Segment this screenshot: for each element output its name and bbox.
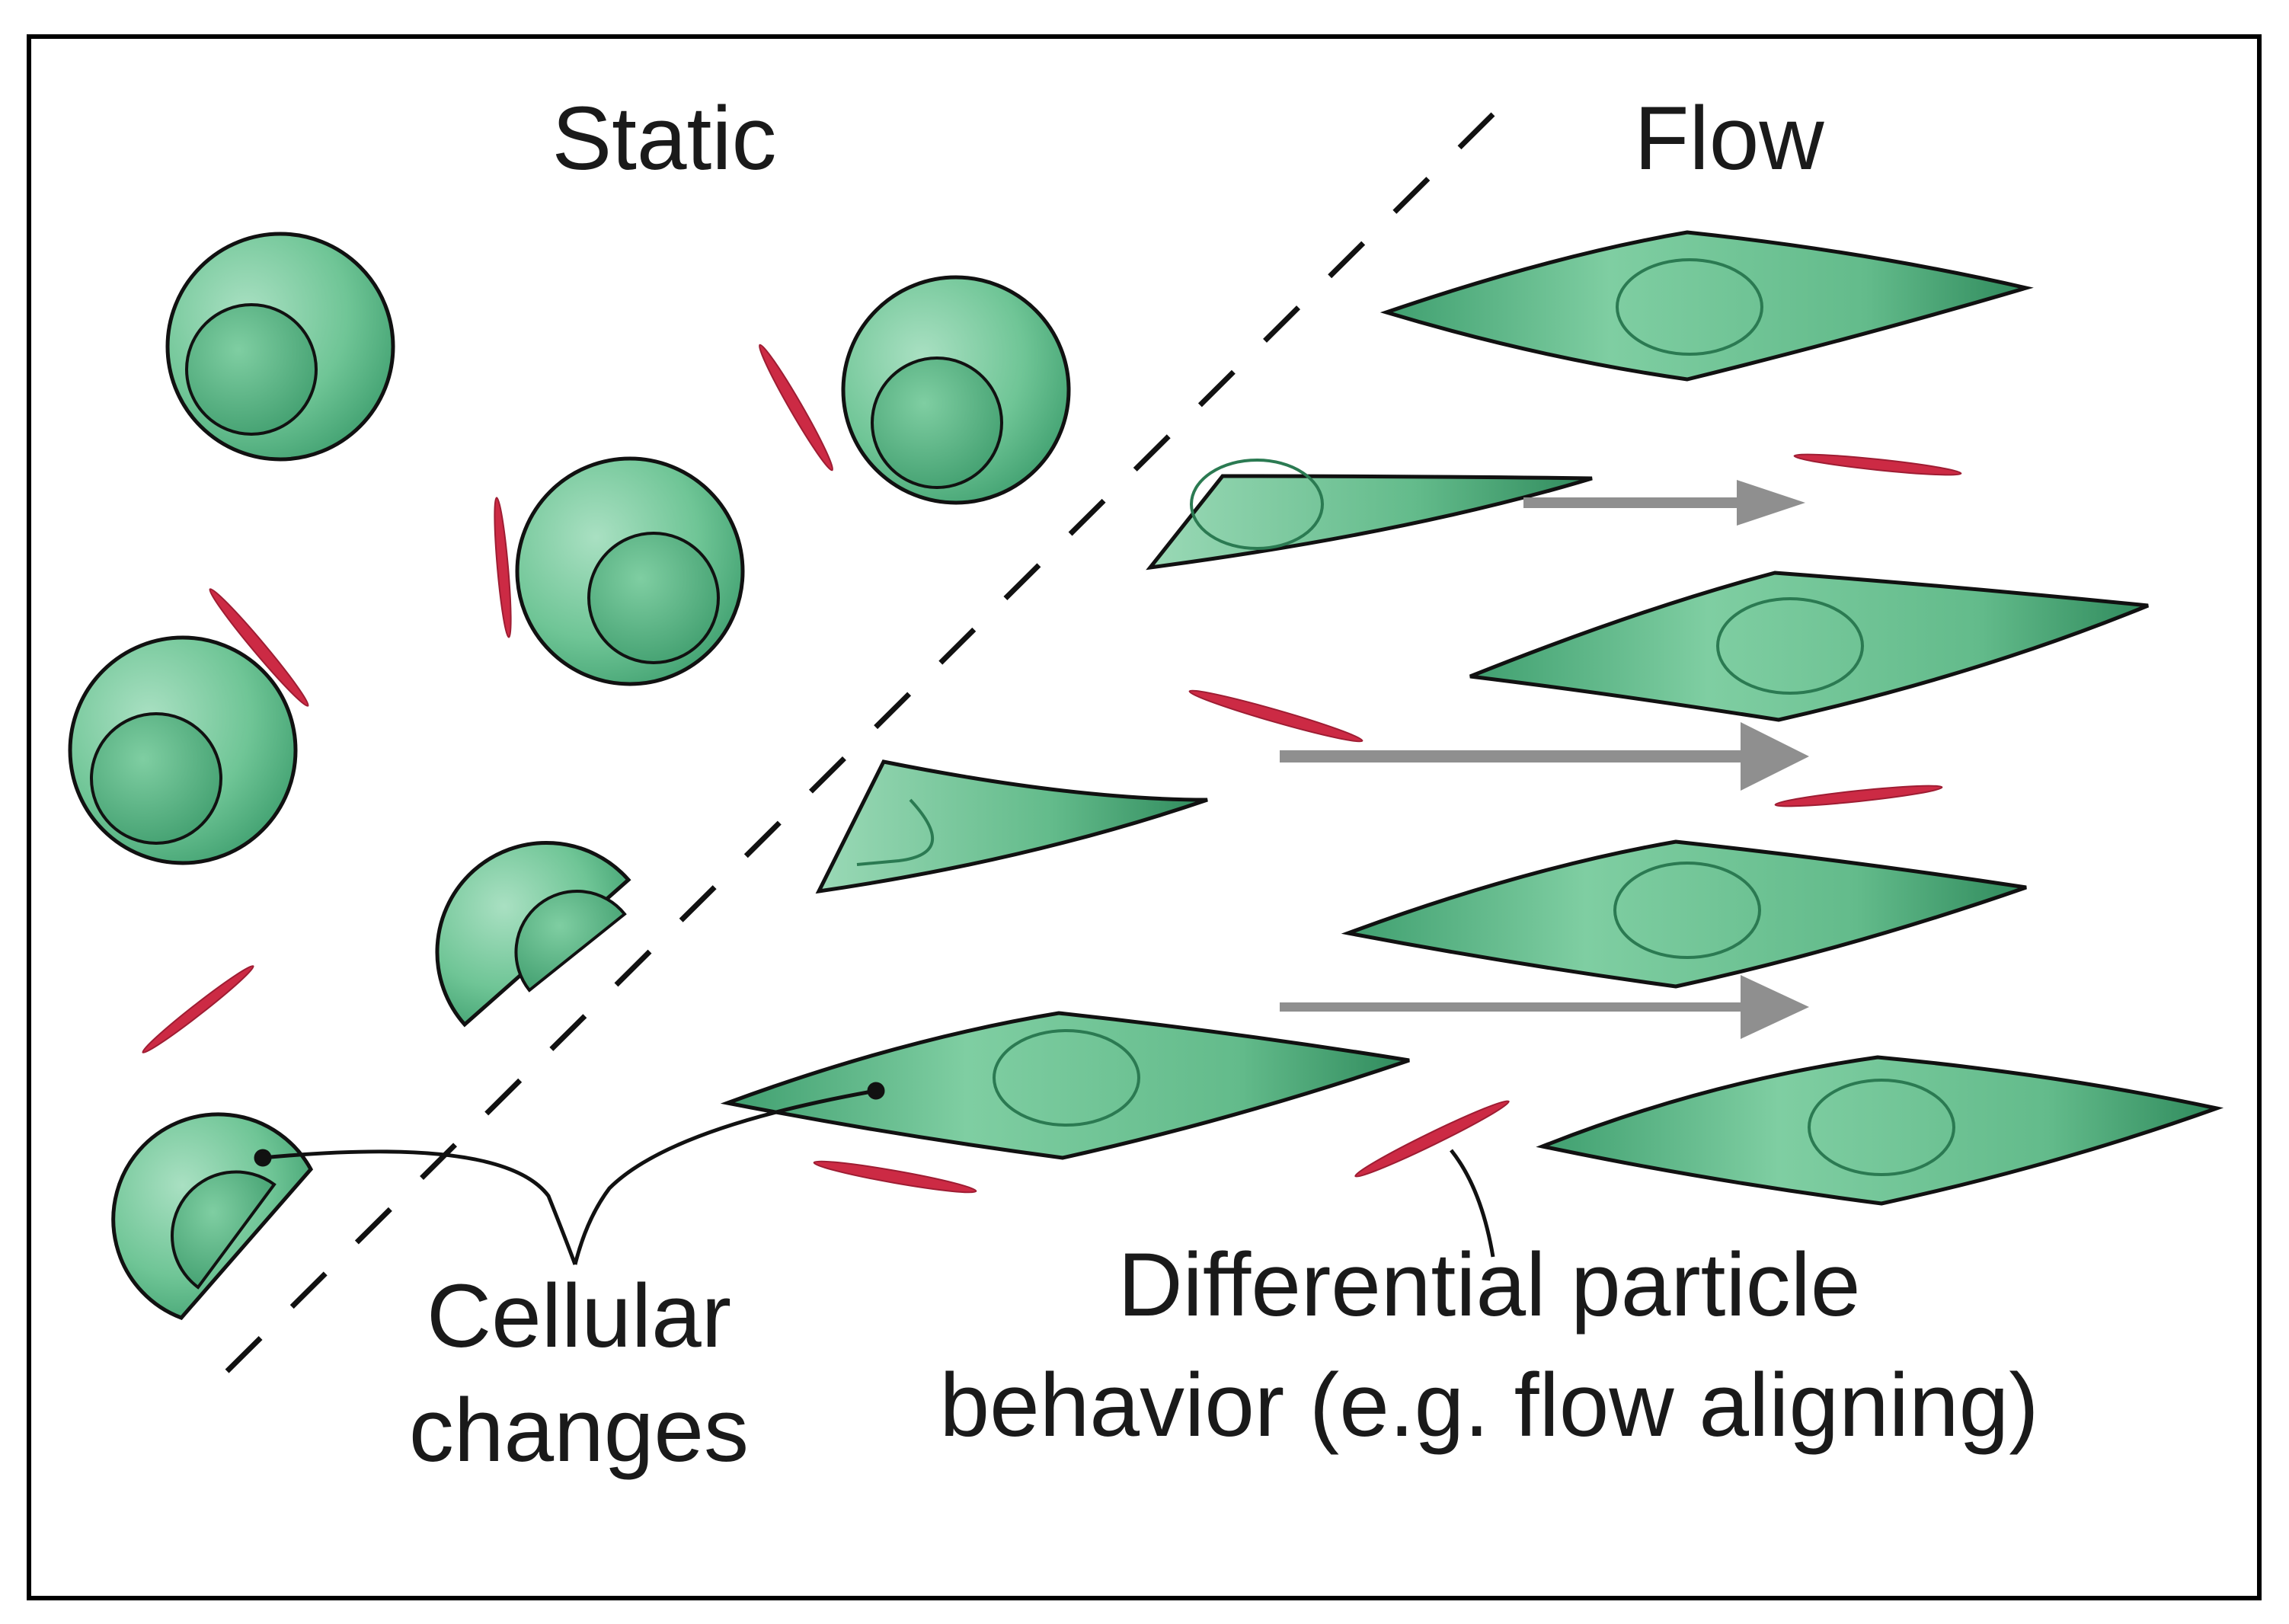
spreading-cell: [815, 759, 1208, 894]
cellular-changes-label-line1: Cellular: [427, 1266, 731, 1367]
spindle-cell: [1379, 230, 2034, 382]
static-flow-divider: [202, 112, 1495, 1396]
spreading-cell: [1146, 459, 1593, 571]
round-cell: [515, 456, 745, 686]
cellular-changes-callout: [254, 1082, 885, 1265]
particle: [1188, 689, 1363, 743]
flow-label: Flow: [1634, 88, 1824, 189]
round-cell: [68, 635, 298, 865]
particle: [1354, 1100, 1510, 1178]
static-label: Static: [551, 88, 776, 189]
cellular-changes-label-line2: changes: [409, 1380, 749, 1481]
particle: [1774, 785, 1943, 807]
flow-arrow: [1280, 975, 1809, 1039]
cut-round-cell: [435, 841, 631, 1028]
spindle-cell: [1341, 839, 2027, 989]
particle: [209, 588, 309, 707]
flow-arrow: [1280, 722, 1809, 791]
particle: [142, 965, 254, 1053]
particle: [494, 497, 512, 638]
particle: [813, 1160, 977, 1194]
particle: [758, 344, 834, 472]
flow-arrow: [1523, 480, 1805, 526]
spindle-cell: [1536, 1055, 2224, 1206]
round-cell: [841, 275, 1071, 505]
particle-behavior-label-line2: behavior (e.g. flow aligning): [939, 1355, 2038, 1456]
particle-behavior-label-line1: Differential particle: [1117, 1235, 1860, 1335]
spindle-cell: [1469, 571, 2149, 722]
spindle-cell: [720, 1011, 1410, 1160]
particle-callout: [1450, 1149, 1495, 1258]
particle: [1793, 453, 1962, 476]
round-cell: [165, 232, 395, 462]
cut-round-cell: [111, 1112, 314, 1320]
